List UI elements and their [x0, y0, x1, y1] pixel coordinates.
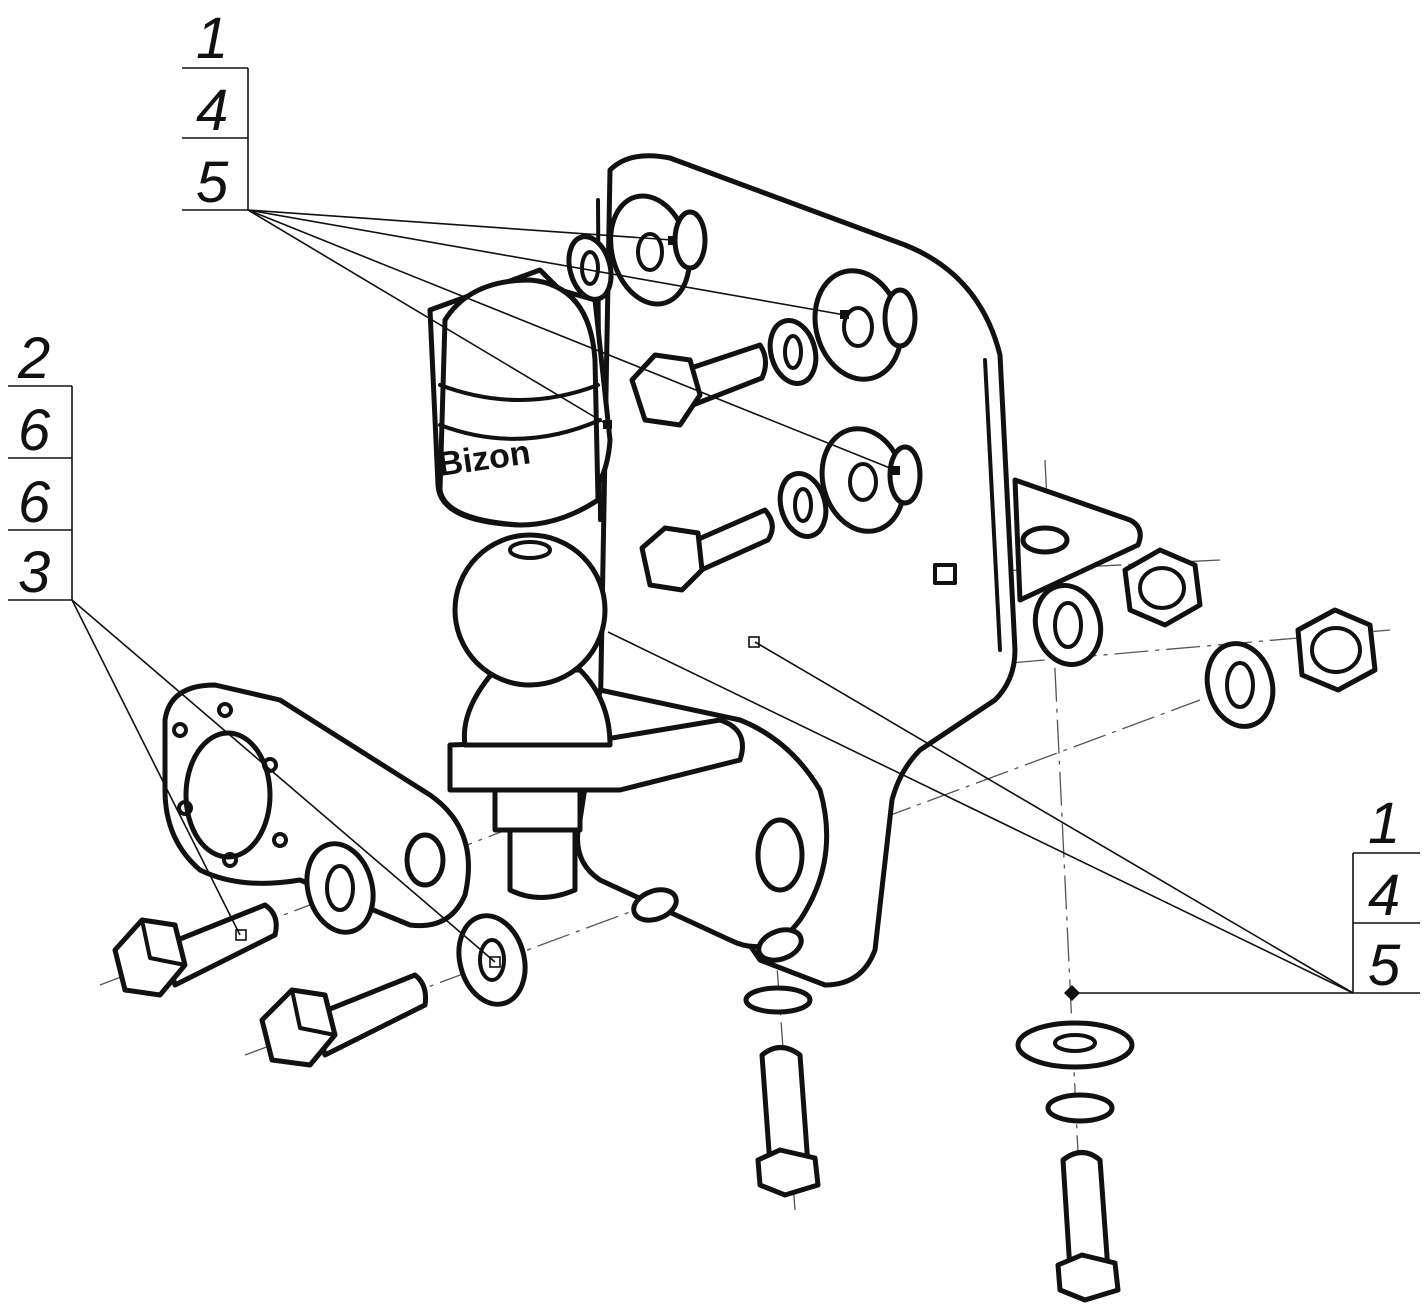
bolt-left-upper: [112, 902, 279, 998]
callout-top-left-1: 1: [196, 6, 228, 71]
bottom-bolt-center: [743, 985, 821, 1198]
callout-top-left-3: 5: [196, 150, 229, 215]
callout-left-1: 2: [17, 326, 50, 391]
lock-washers-top: [566, 209, 923, 539]
callout-left-2: 6: [18, 398, 51, 463]
flange-washer-nut-2: [1204, 607, 1378, 729]
callout-top-left-2: 4: [196, 78, 228, 143]
bottom-bolt-right: [1015, 1020, 1135, 1303]
callout-bottom-right: 1 4 5: [1352, 791, 1420, 998]
callout-bottom-right-3: 5: [1368, 933, 1401, 998]
tow-bar-body: [447, 532, 830, 963]
callout-top-left: 1 4 5: [182, 6, 249, 215]
callout-left-4: 3: [18, 540, 50, 605]
bolt-middle: [639, 507, 775, 593]
callout-bottom-right-2: 4: [1368, 863, 1400, 928]
callout-bottom-right-1: 1: [1368, 791, 1400, 856]
leader-lines: [71, 209, 1354, 994]
flange-washer-nut-1: [1032, 547, 1203, 668]
leader-markers: [235, 236, 1080, 1001]
callout-left-3: 6: [18, 470, 51, 535]
bolt-upper: [629, 342, 768, 428]
callout-left: 2 6 6 3: [8, 326, 73, 605]
bolt-left-lower: [259, 972, 428, 1068]
ball-cap: Bizon: [427, 267, 613, 528]
